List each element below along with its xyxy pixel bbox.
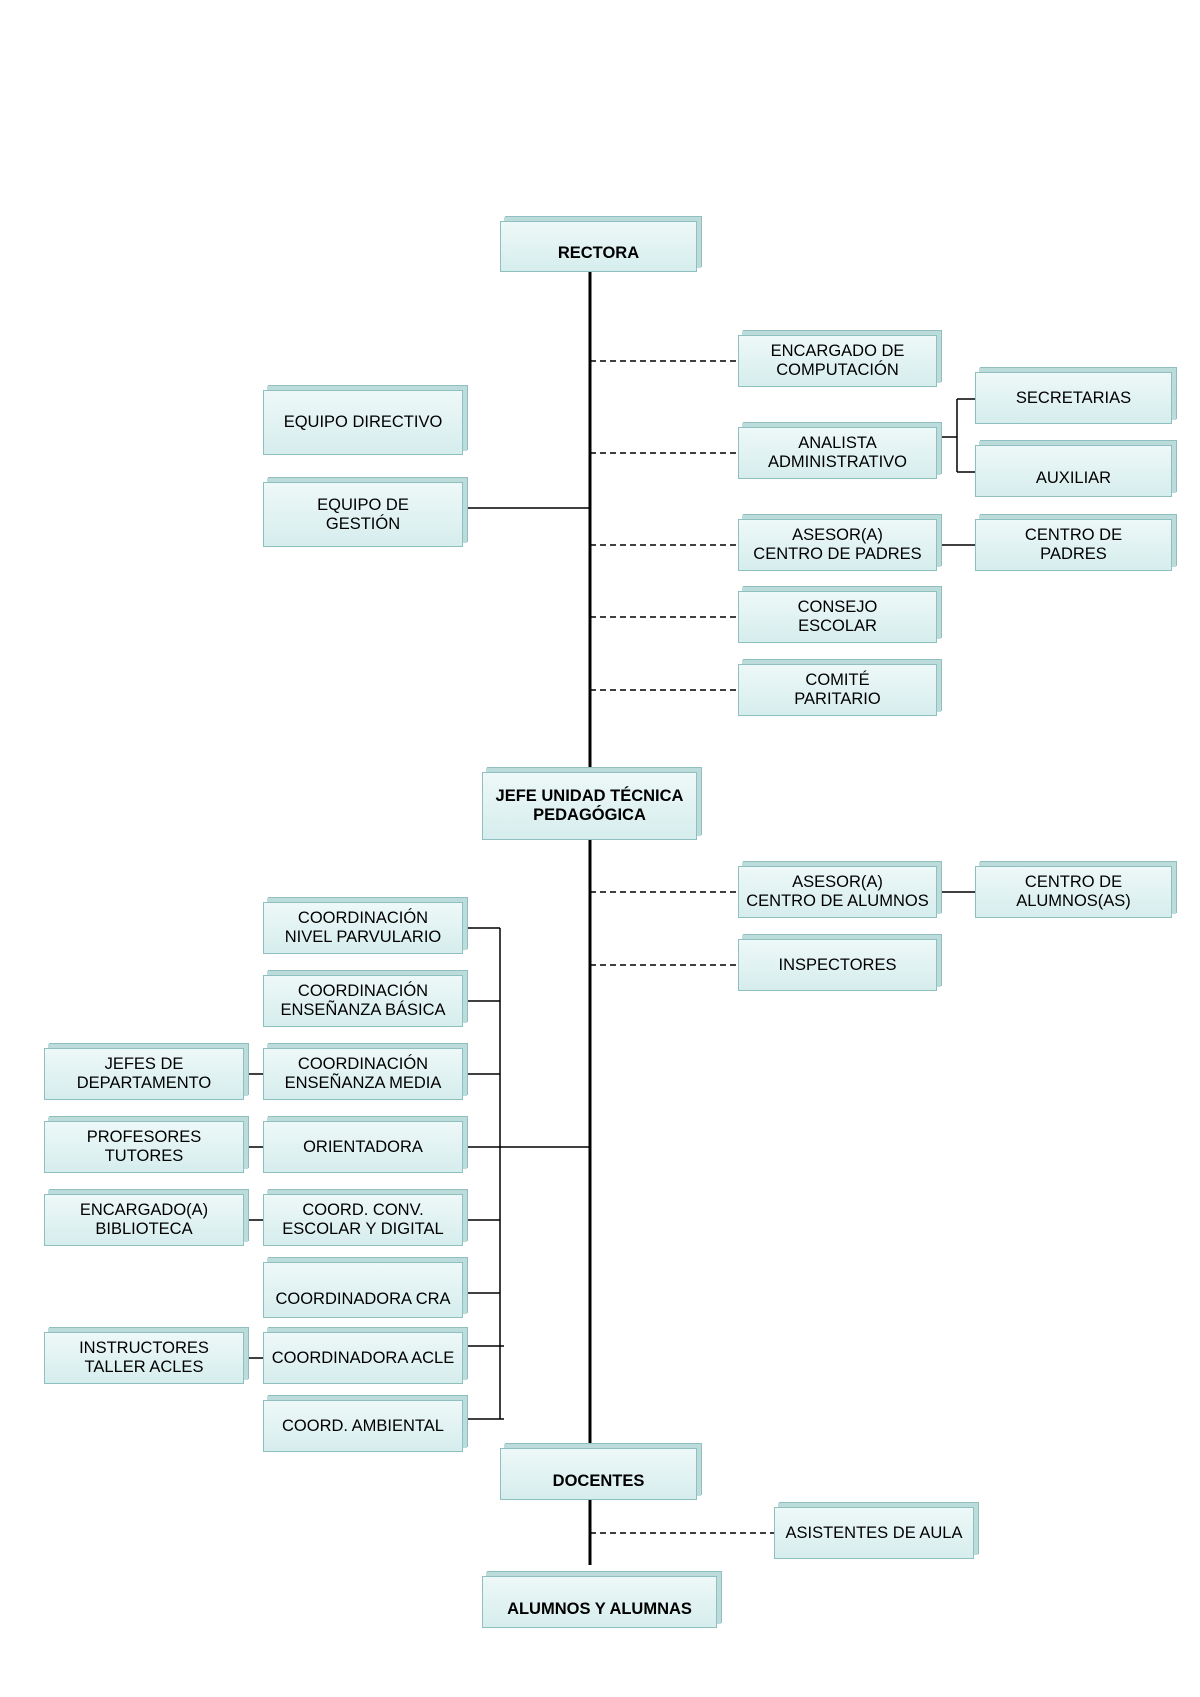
alumnos-box: ALUMNOS Y ALUMNAS [482,1576,717,1628]
asistentes-aula-box: ASISTENTES DE AULA [774,1507,974,1559]
inspectores-box: INSPECTORES [738,939,937,991]
coordinadora-cra-box: COORDINADORA CRA [263,1262,463,1318]
analista-administrativo-box: ANALISTA ADMINISTRATIVO [738,427,937,479]
coord-media-box: COORDINACIÓN ENSEÑANZA MEDIA [263,1048,463,1100]
coord-conv-escolar-box: COORD. CONV. ESCOLAR Y DIGITAL [263,1194,463,1246]
auxiliar-box: AUXILIAR [975,445,1172,497]
centro-padres-box: CENTRO DE PADRES [975,519,1172,571]
coordinadora-acle-box: COORDINADORA ACLE [263,1332,463,1384]
coord-parvulario-box: COORDINACIÓN NIVEL PARVULARIO [263,902,463,954]
jefes-departamento-box: JEFES DE DEPARTAMENTO [44,1048,244,1100]
coord-ambiental-box: COORD. AMBIENTAL [263,1400,463,1452]
encargado-computacion-box: ENCARGADO DE COMPUTACIÓN [738,335,937,387]
encargado-biblioteca-box: ENCARGADO(A) BIBLIOTECA [44,1194,244,1246]
consejo-escolar-box: CONSEJO ESCOLAR [738,591,937,643]
docentes-box: DOCENTES [500,1448,697,1500]
rectora-box: RECTORA [500,221,697,272]
profesores-tutores-box: PROFESORES TUTORES [44,1121,244,1173]
jefe-utp-box: JEFE UNIDAD TÉCNICA PEDAGÓGICA [482,772,697,840]
equipo-directivo-box: EQUIPO DIRECTIVO [263,390,463,455]
instructores-taller-box: INSTRUCTORES TALLER ACLES [44,1332,244,1384]
orientadora-box: ORIENTADORA [263,1121,463,1173]
coord-basica-box: COORDINACIÓN ENSEÑANZA BÁSICA [263,975,463,1027]
equipo-gestion-box: EQUIPO DE GESTIÓN [263,482,463,547]
secretarias-box: SECRETARIAS [975,372,1172,424]
comite-paritario-box: COMITÉ PARITARIO [738,664,937,716]
centro-alumnos-box: CENTRO DE ALUMNOS(AS) [975,866,1172,918]
asesor-centro-alumnos-box: ASESOR(A) CENTRO DE ALUMNOS [738,866,937,918]
asesor-centro-padres-box: ASESOR(A) CENTRO DE PADRES [738,519,937,571]
